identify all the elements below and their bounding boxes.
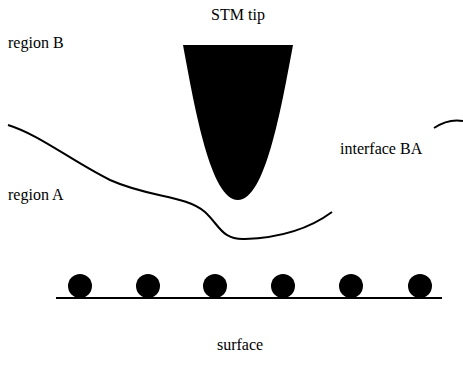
atom [68, 274, 92, 298]
atom [136, 274, 160, 298]
interface-label: interface BA [340, 140, 422, 158]
interface-line [8, 125, 332, 239]
atom [203, 274, 227, 298]
tip-label: STM tip [211, 6, 265, 24]
atom [271, 274, 295, 298]
surface-atoms [68, 274, 432, 298]
region-label: region A [8, 186, 64, 204]
surface-line [56, 297, 442, 299]
region-label: region B [8, 34, 64, 52]
stm-tip-shape [183, 45, 293, 200]
surface-label: surface [217, 336, 263, 354]
interface-line [434, 120, 463, 128]
atom [339, 274, 363, 298]
atom [408, 274, 432, 298]
